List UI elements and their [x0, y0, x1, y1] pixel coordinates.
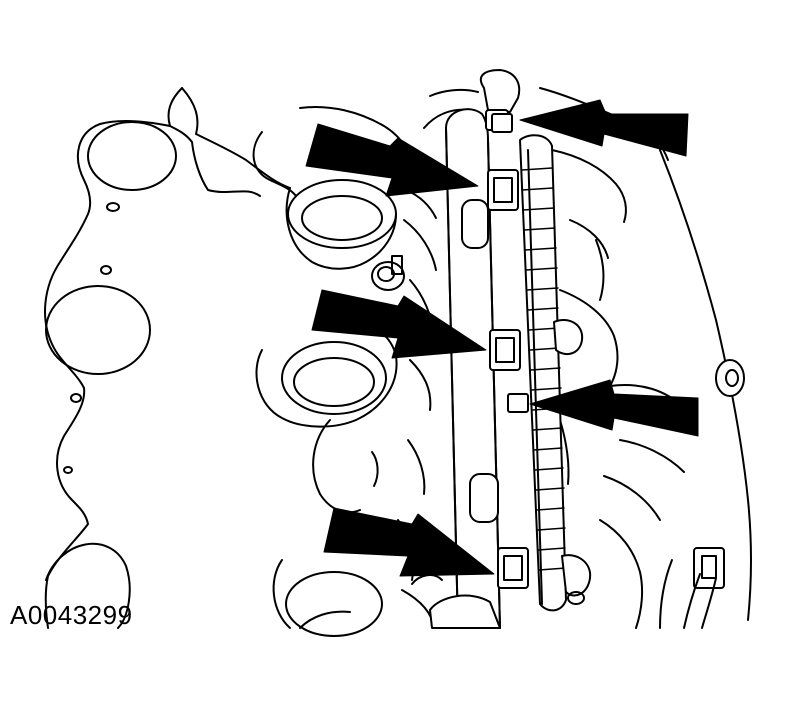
- intake-manifold: [252, 88, 479, 637]
- side-boss: [715, 359, 745, 397]
- manifold-port-1: [287, 179, 397, 249]
- vacuum-connector: [683, 547, 725, 629]
- arrow-retaining-clip-2: [529, 379, 699, 437]
- rail-mount-tab-1: [461, 199, 489, 249]
- arrow-connector-3: [323, 507, 495, 577]
- injector-connector-2: [489, 329, 521, 371]
- arrow-fuel-inlet-clip: [519, 99, 689, 157]
- gasket-port-3: [45, 542, 131, 629]
- retaining-clip-2: [507, 393, 529, 413]
- injector-connectors: [487, 113, 529, 589]
- callout-arrows: [305, 99, 699, 577]
- manifold-port-3: [285, 571, 383, 637]
- gasket-port-1: [87, 121, 177, 191]
- rail-mount-tab-2: [469, 473, 499, 523]
- intake-gasket: [44, 87, 291, 629]
- stud-nut: [371, 255, 405, 291]
- gasket-port-2: [45, 285, 151, 375]
- manifold-right-section: [539, 87, 752, 629]
- arrow-connector-2: [311, 289, 487, 359]
- injector-connector-3: [497, 547, 529, 589]
- injector-connector-1: [487, 169, 519, 211]
- retaining-clip-1: [491, 113, 513, 133]
- arrow-connector-1: [305, 123, 479, 197]
- figure-id-label: A0043299: [10, 600, 133, 630]
- injector-wiring-harness: [519, 134, 592, 612]
- manifold-port-2: [281, 341, 387, 415]
